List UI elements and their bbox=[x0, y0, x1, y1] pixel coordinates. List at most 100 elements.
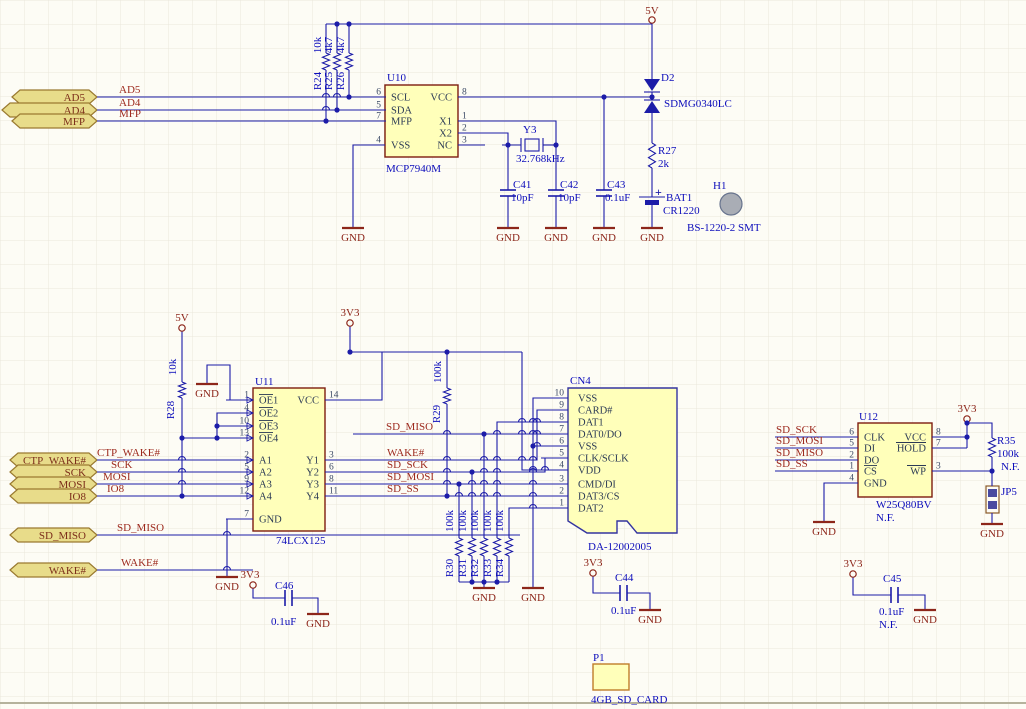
designator-100k: 100k bbox=[469, 510, 481, 533]
power-circle-icon bbox=[250, 582, 256, 588]
power-label-3V3: 3V3 bbox=[958, 403, 977, 415]
pin-name-CN4-CMD/DI: CMD/DI bbox=[578, 480, 616, 491]
pin-number-CN4-1: 1 bbox=[559, 499, 564, 509]
designator-U12: U12 bbox=[859, 411, 878, 423]
designator-R33: R33 bbox=[482, 558, 494, 577]
designator-0.1uF: 0.1uF bbox=[879, 606, 904, 618]
designator-74LCX125: 74LCX125 bbox=[276, 535, 326, 547]
mount-hole-H1[interactable] bbox=[720, 193, 742, 215]
pin-number-CN4-6: 6 bbox=[559, 437, 564, 447]
pin-name-U11-A1: A1 bbox=[259, 456, 272, 467]
pin-name-U11-Y1: Y1 bbox=[306, 456, 319, 467]
net-label-AD5: AD5 bbox=[119, 84, 141, 96]
pin-name-U12-HOLD: HOLD bbox=[897, 444, 927, 455]
ground-label: GND bbox=[341, 232, 365, 244]
jumper-JP5-pad-0[interactable] bbox=[988, 489, 997, 497]
designator-MCP7940M: MCP7940M bbox=[386, 163, 441, 175]
pin-name-U12-VCC: VCC bbox=[904, 433, 926, 444]
designator-N.F.: N.F. bbox=[1001, 461, 1020, 473]
designator-100k: 100k bbox=[997, 448, 1020, 460]
jumper-JP5-pad-1[interactable] bbox=[988, 501, 997, 509]
designator-32.768kHz: 32.768kHz bbox=[516, 153, 565, 165]
pin-number-U10-2: 2 bbox=[462, 124, 467, 134]
port-AD5[interactable]: AD5 bbox=[12, 90, 97, 104]
port-WAKE#[interactable]: WAKE# bbox=[10, 563, 97, 577]
port-label-IO8: IO8 bbox=[69, 491, 87, 503]
junction-dot bbox=[530, 443, 535, 448]
pin-name-U11-GND: GND bbox=[259, 515, 282, 526]
pin-number-U11-3: 3 bbox=[329, 451, 334, 461]
junction-dot bbox=[323, 118, 328, 123]
port-SD_MISO[interactable]: SD_MISO bbox=[10, 528, 97, 542]
pin-name-U10-X2: X2 bbox=[439, 129, 452, 140]
pin-number-U11-14: 14 bbox=[329, 391, 339, 401]
net-label-IO8: IO8 bbox=[107, 483, 125, 495]
designator-P1: P1 bbox=[593, 652, 605, 664]
port-IO8[interactable]: IO8 bbox=[10, 489, 97, 503]
pin-number-CN4-4: 4 bbox=[559, 461, 564, 471]
junction-dot bbox=[444, 349, 449, 354]
pin-number-U12-7: 7 bbox=[936, 439, 941, 449]
designator-D2: D2 bbox=[661, 72, 674, 84]
designator-R28: R28 bbox=[165, 400, 177, 419]
pin-name-U11-OE3: OE3 bbox=[259, 422, 278, 433]
junction-dot bbox=[964, 434, 969, 439]
pin-number-U10-8: 8 bbox=[462, 88, 467, 98]
designator-4k7: 4k7 bbox=[335, 36, 347, 53]
designator-JP5: JP5 bbox=[1001, 486, 1017, 498]
designator-R34: R34 bbox=[494, 558, 506, 577]
pin-name-U11-A4: A4 bbox=[259, 492, 273, 503]
ground-label: GND bbox=[640, 232, 664, 244]
designator-R25: R25 bbox=[323, 71, 335, 90]
designator-C44: C44 bbox=[615, 572, 634, 584]
pin-number-CN4-8: 8 bbox=[559, 413, 564, 423]
junction-dot bbox=[346, 21, 351, 26]
junction-dot bbox=[334, 21, 339, 26]
ground-label: GND bbox=[472, 592, 496, 604]
ground-label: GND bbox=[215, 581, 239, 593]
pin-name-CN4-DAT3/CS: DAT3/CS bbox=[578, 492, 620, 503]
pin-name-U11-A2: A2 bbox=[259, 468, 272, 479]
pin-name-U10-NC: NC bbox=[437, 141, 452, 152]
junction-dot bbox=[649, 94, 654, 99]
designator-C45: C45 bbox=[883, 573, 902, 585]
designator-100k: 100k bbox=[432, 361, 444, 384]
designator-2k: 2k bbox=[658, 158, 670, 170]
designator-R31: R31 bbox=[457, 559, 469, 577]
pin-number-U12-6: 6 bbox=[849, 428, 854, 438]
pin-name-U10-MFP: MFP bbox=[391, 117, 412, 128]
net-label-SCK: SCK bbox=[111, 459, 132, 471]
designator-+: + bbox=[655, 185, 662, 199]
pin-name-U11-A3: A3 bbox=[259, 480, 272, 491]
power-circle-icon bbox=[179, 325, 185, 331]
junction-dot bbox=[214, 423, 219, 428]
net-label-SD_MISO: SD_MISO bbox=[117, 522, 164, 534]
ground-label: GND bbox=[521, 592, 545, 604]
designator-10pF: 10pF bbox=[511, 192, 534, 204]
designator-4k7: 4k7 bbox=[323, 36, 335, 53]
designator-U10: U10 bbox=[387, 72, 406, 84]
net-label-SD_SCK: SD_SCK bbox=[387, 459, 428, 471]
pin-number-U10-7: 7 bbox=[376, 112, 381, 122]
designator-100k: 100k bbox=[444, 510, 456, 533]
ground-label: GND bbox=[592, 232, 616, 244]
pin-number-CN4-3: 3 bbox=[559, 475, 564, 485]
pin-number-U10-6: 6 bbox=[376, 88, 381, 98]
ground-label: GND bbox=[306, 618, 330, 630]
battery-BAT1-plate[interactable] bbox=[645, 200, 659, 205]
pin-name-U10-X1: X1 bbox=[439, 117, 452, 128]
port-MFP[interactable]: MFP bbox=[12, 114, 97, 128]
pin-number-U12-3: 3 bbox=[936, 462, 941, 472]
designator-SDMG0340LC: SDMG0340LC bbox=[664, 98, 732, 110]
net-label-SD_MISO: SD_MISO bbox=[386, 421, 433, 433]
pin-number-CN4-2: 2 bbox=[559, 487, 564, 497]
pin-name-CN4-VSS: VSS bbox=[578, 442, 597, 453]
pin-name-CN4-DAT1: DAT1 bbox=[578, 418, 604, 429]
designator-Y3: Y3 bbox=[523, 124, 537, 136]
port-label-AD5: AD5 bbox=[64, 92, 86, 104]
pin-number-U12-5: 5 bbox=[849, 439, 854, 449]
power-circle-icon bbox=[649, 17, 655, 23]
component-P1[interactable] bbox=[593, 664, 629, 690]
